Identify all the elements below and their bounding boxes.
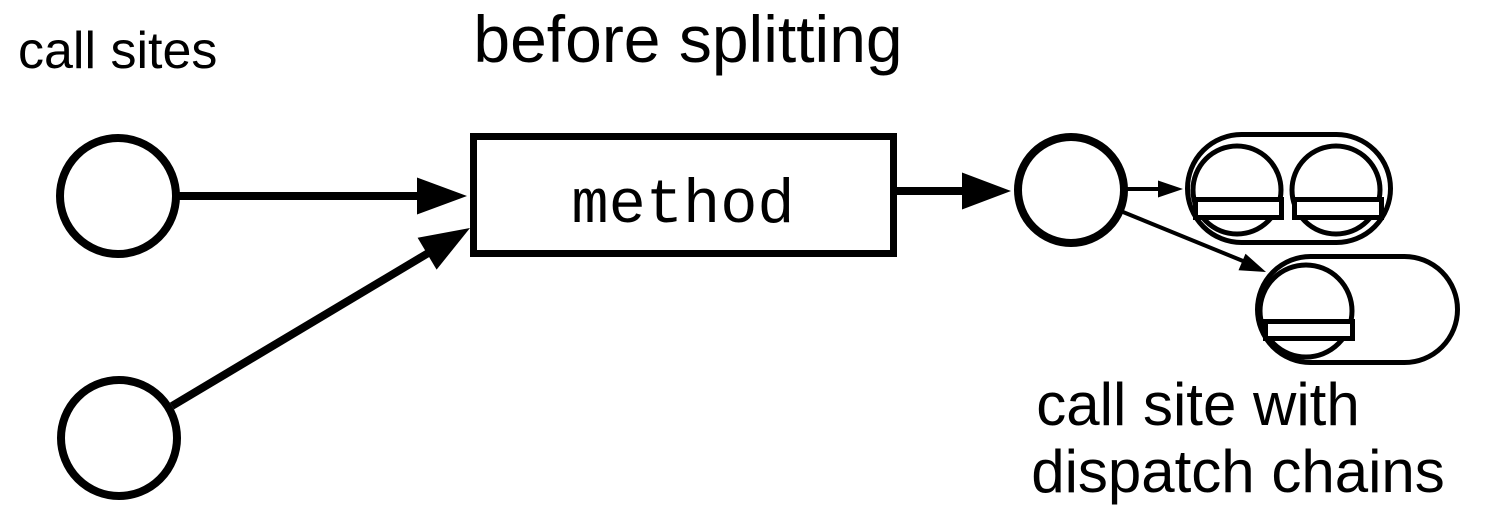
arrowhead-icon [962, 172, 1011, 210]
arrowhead-icon [417, 228, 470, 270]
arrow-callsite1-to-method [176, 177, 467, 215]
dispatch-chain-2 [1255, 254, 1460, 365]
dispatch-entry-band [1193, 197, 1284, 220]
dispatch-chain-1 [1185, 132, 1393, 245]
dispatch-caption-line1: call site with [1036, 371, 1359, 438]
dispatch-caption-line2: dispatch chains [1031, 438, 1445, 505]
dispatch-entry-circle [1190, 143, 1284, 237]
arrowhead-icon [417, 177, 467, 215]
method-label: method [571, 170, 794, 241]
call-sites-label: call sites [18, 22, 217, 80]
dispatch-entry-band [1263, 319, 1355, 341]
dispatch-entry-band [1292, 197, 1384, 220]
diagram-title: before splitting [473, 2, 902, 76]
arrow-callsite2-to-method [169, 228, 470, 410]
call-site-node-2 [57, 376, 181, 500]
arrow-to-dispatch-chain-1 [1127, 180, 1183, 198]
arrowhead-icon [1158, 180, 1183, 198]
dispatch-entry-circle [1257, 262, 1355, 360]
arrow-method-to-callsite [897, 172, 1011, 210]
result-call-site-node [1014, 133, 1128, 247]
method-box [470, 133, 897, 257]
arrow-line [1122, 210, 1244, 263]
arrow-to-dispatch-chain-2 [1122, 210, 1266, 272]
dispatch-entry-circle [1289, 143, 1383, 237]
arrow-line [169, 248, 433, 410]
call-site-node-1 [56, 134, 180, 258]
arrowhead-icon [1238, 253, 1266, 272]
